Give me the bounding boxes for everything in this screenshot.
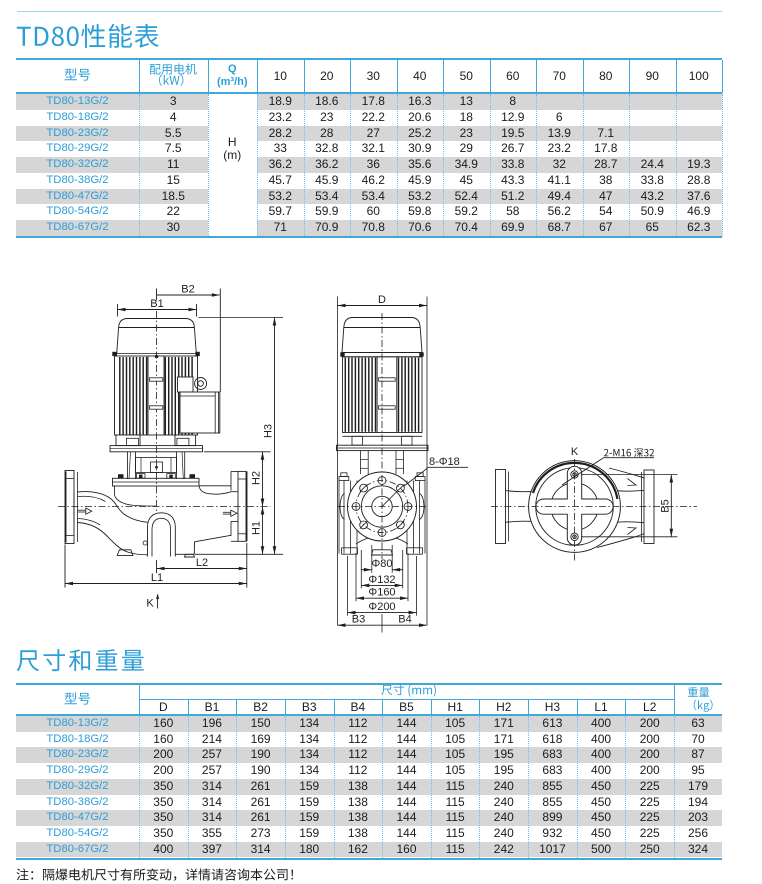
svg-text:L1: L1 bbox=[151, 572, 163, 584]
svg-text:B2: B2 bbox=[181, 284, 194, 296]
svg-text:H3: H3 bbox=[263, 424, 275, 438]
svg-text:H1: H1 bbox=[251, 521, 263, 535]
svg-text:B1: B1 bbox=[150, 298, 163, 310]
svg-text:Φ80: Φ80 bbox=[371, 558, 392, 570]
svg-text:8-Φ18: 8-Φ18 bbox=[429, 456, 460, 468]
svg-text:K: K bbox=[146, 598, 154, 610]
svg-text:B5: B5 bbox=[660, 499, 672, 512]
svg-text:Φ160: Φ160 bbox=[368, 587, 395, 599]
svg-text:L2: L2 bbox=[196, 557, 208, 569]
svg-text:Φ132: Φ132 bbox=[368, 574, 395, 586]
svg-text:K: K bbox=[571, 446, 579, 458]
svg-text:D: D bbox=[378, 294, 386, 306]
svg-text:B3: B3 bbox=[352, 614, 365, 626]
svg-text:Φ200: Φ200 bbox=[368, 601, 395, 613]
svg-text:B4: B4 bbox=[398, 614, 411, 626]
svg-text:H2: H2 bbox=[251, 471, 263, 485]
